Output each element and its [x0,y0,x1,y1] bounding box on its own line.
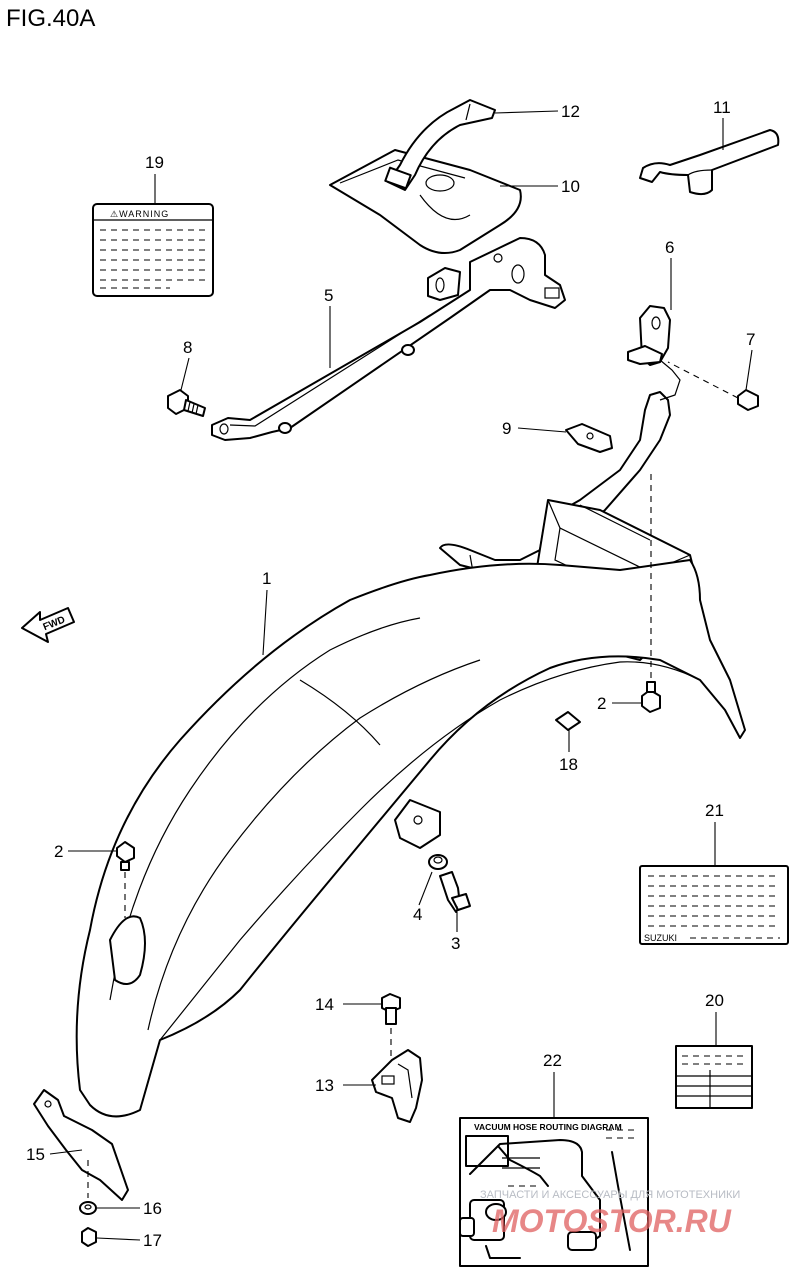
part-16-washer [79,1201,97,1215]
callout-18: 18 [559,755,578,774]
callout-19: 19 [145,153,164,172]
fwd-arrow-icon: FWD [21,607,75,643]
part-13-bracket [371,1049,423,1123]
callout-2: 2 [597,694,606,713]
part-14-bolt [381,993,401,1060]
callout-17: 17 [143,1231,162,1250]
part-18-pad [555,711,581,731]
callout-6: 6 [665,238,674,257]
callout-20: 20 [705,991,724,1010]
part-3-screw [439,871,471,913]
part-9-plate [565,423,613,453]
callout-14: 14 [315,995,334,1014]
watermark-line1: ЗАПЧАСТИ И АКСЕССУАРЫ ДЛЯ МОТОТЕХНИКИ [480,1189,740,1201]
callout-2: 2 [54,842,63,861]
callout-21: 21 [705,801,724,820]
part-10-cover [329,149,522,255]
part-8-bolt [167,389,206,417]
part-21-brand-label: SUZUKI [639,865,789,945]
vacuum-diagram-title: VACUUM HOSE ROUTING DIAGRAM [474,1122,622,1132]
callout-10: 10 [561,177,580,196]
part-1-fender [75,559,746,1118]
callout-3: 3 [451,934,460,953]
part-20-label [675,1045,753,1109]
callout-22: 22 [543,1051,562,1070]
callout-13: 13 [315,1076,334,1095]
part-11-tool [639,129,780,196]
callout-1: 1 [262,569,271,588]
callout-11: 11 [713,98,731,117]
part-4-nut [428,854,448,870]
callout-8: 8 [183,338,192,357]
callout-9: 9 [502,419,511,438]
part-19-warning-label: ⚠WARNING [92,203,214,297]
part-22-vacuum-label: VACUUM HOSE ROUTING DIAGRAM [459,1117,649,1267]
part-2-bolt-right [641,470,661,713]
part-7-bolt [667,361,759,411]
callout-15: 15 [26,1145,45,1164]
callout-numbers: 1 2 2 3 4 5 6 7 8 9 10 11 12 13 14 15 16… [26,98,755,1250]
leader-lines [49,110,753,1241]
part-12-strap [384,99,496,191]
brand-label-text: SUZUKI [644,933,677,943]
callout-7: 7 [746,330,755,349]
figure-title: FIG.40A [6,5,95,32]
warning-label-text: ⚠WARNING [110,209,169,219]
part-5-rail [211,237,566,441]
callout-5: 5 [324,286,333,305]
callout-4: 4 [413,905,422,924]
part-15-flap [33,1089,129,1201]
part-17-screw [81,1227,97,1247]
callout-12: 12 [561,102,580,121]
watermark: ЗАПЧАСТИ И АКСЕССУАРЫ ДЛЯ МОТОТЕХНИКИ MO… [480,1189,740,1239]
callout-16: 16 [143,1199,162,1218]
watermark-line2: MOTOSTOR.RU [492,1203,732,1239]
part-2-bolt-left [116,841,135,918]
